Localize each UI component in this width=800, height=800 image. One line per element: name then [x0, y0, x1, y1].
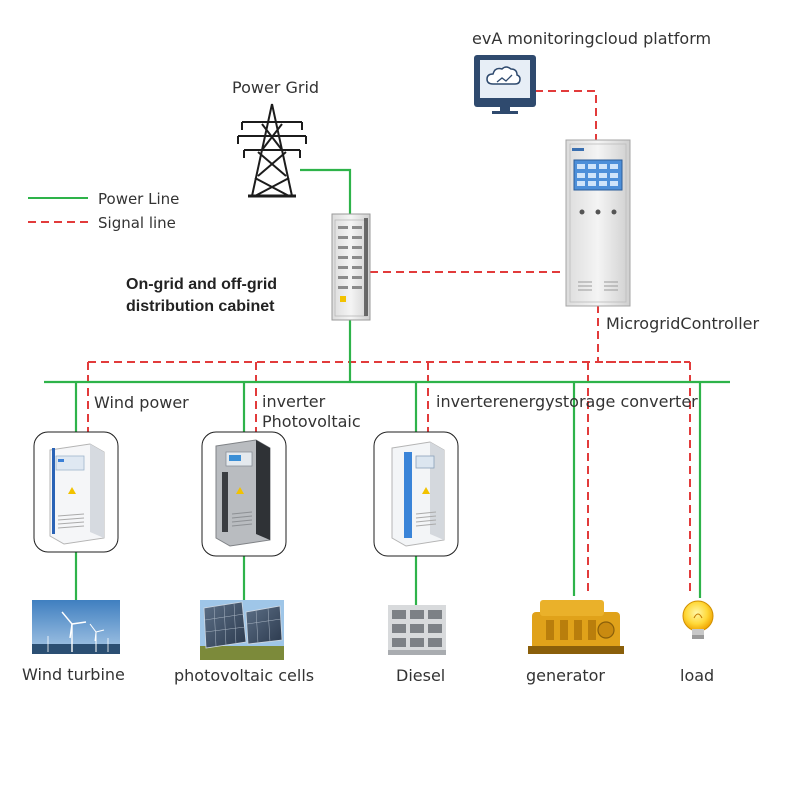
- diesel-label: Diesel: [396, 666, 445, 685]
- storage-converter-cabinet-icon: [373, 431, 459, 557]
- power-grid-label: Power Grid: [232, 78, 319, 97]
- power-lines: [44, 168, 730, 605]
- cabinet-label-line2: distribution cabinet: [126, 298, 275, 315]
- generator-label: generator: [526, 666, 605, 685]
- cloud-monitor-icon: [474, 55, 536, 114]
- battery-rack-icon: [388, 605, 446, 655]
- signal-cloud-controller: [535, 90, 597, 140]
- legend-power-line-label: Power Line: [98, 190, 179, 208]
- wind-inverter-cabinet-icon: [33, 431, 119, 553]
- controller-label: MicrogridController: [606, 314, 760, 333]
- load-label: load: [680, 666, 714, 685]
- cabinet-label-line1: On-grid and off-grid: [126, 276, 277, 293]
- wind-power-label: Wind power: [94, 393, 189, 412]
- power-grid-to-cabinet: [300, 168, 352, 215]
- wind-turbine-icon: [32, 600, 120, 654]
- legend: Power Line Signal line: [28, 190, 179, 232]
- wind-turbine-label: Wind turbine: [22, 665, 125, 684]
- controller-cabinet-icon: [565, 139, 631, 307]
- pv-inverter-cabinet-icon: [201, 431, 287, 557]
- cloud-platform-label: evA monitoringcloud platform: [472, 29, 711, 48]
- signal-lines: [87, 90, 691, 596]
- transmission-tower-icon: [237, 103, 307, 198]
- storage-converter-label: inverterenergystorage converter: [436, 392, 698, 411]
- legend-signal-line-label: Signal line: [98, 214, 176, 232]
- inverter-pv-label-line2: Photovoltaic: [262, 412, 361, 431]
- distribution-cabinet-icon: [331, 213, 371, 321]
- diesel-generator-icon: [528, 600, 624, 654]
- solar-panel-icon: [200, 600, 284, 660]
- inverter-pv-label-line1: inverter: [262, 392, 326, 411]
- light-bulb-icon: [682, 600, 714, 639]
- pv-cells-label: photovoltaic cells: [174, 666, 314, 685]
